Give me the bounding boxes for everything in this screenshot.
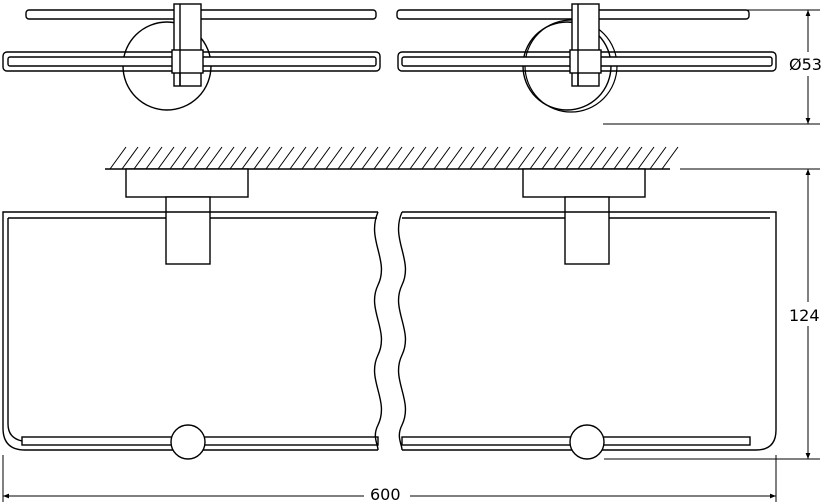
hatch-line — [529, 146, 547, 170]
diameter-label-bg — [788, 52, 824, 76]
hatch-line — [133, 146, 151, 170]
hatch-line — [193, 146, 211, 170]
hatch-line — [337, 146, 355, 170]
right-rail-knob — [569, 424, 605, 460]
hatch-line — [469, 146, 487, 170]
left-bracket-lower — [171, 49, 204, 74]
right-bracket-front — [564, 196, 610, 265]
hatch-line — [301, 146, 319, 170]
break-line-left — [373, 211, 383, 451]
hatch-line — [109, 146, 127, 170]
hatch-line — [409, 146, 427, 170]
hatch-line — [601, 146, 619, 170]
hatch-line — [649, 146, 667, 170]
hatch-line — [505, 146, 523, 170]
hatch-line — [265, 146, 283, 170]
right-flange-front — [522, 168, 646, 198]
left-flange-front — [125, 168, 249, 198]
hatch-line — [349, 146, 367, 170]
diameter-dimension — [603, 9, 820, 125]
hatch-line — [313, 146, 331, 170]
hatch-line — [493, 146, 511, 170]
hatch-line — [277, 146, 295, 170]
hatch-line — [589, 146, 607, 170]
hatch-line — [169, 146, 187, 170]
width-label-bg — [364, 483, 410, 503]
hatch-line — [229, 146, 247, 170]
hatch-line — [361, 146, 379, 170]
hatch-line — [181, 146, 199, 170]
height-label: 124 — [789, 306, 820, 325]
hatch-line — [217, 146, 235, 170]
hatch-line — [157, 146, 175, 170]
hatch-line — [613, 146, 631, 170]
front-view — [2, 146, 777, 460]
break-line-right — [397, 211, 407, 451]
hatch-line — [205, 146, 223, 170]
hatch-line — [373, 146, 391, 170]
hatch-line — [397, 146, 415, 170]
left-rail-knob — [170, 424, 206, 460]
glass-shelf-right — [402, 211, 777, 451]
hatch-line — [577, 146, 595, 170]
hatch-line — [289, 146, 307, 170]
hatch-line — [445, 146, 463, 170]
wall-hatching — [109, 146, 679, 170]
hatch-line — [541, 146, 559, 170]
hatch-line — [481, 146, 499, 170]
glass-shelf-left — [2, 211, 378, 451]
hatch-line — [253, 146, 271, 170]
height-label-bg — [788, 302, 824, 326]
hatch-line — [325, 146, 343, 170]
left-bracket-front — [165, 196, 211, 265]
hatch-line — [517, 146, 535, 170]
hatch-line — [121, 146, 139, 170]
hatch-line — [553, 146, 571, 170]
hatch-line — [241, 146, 259, 170]
hatch-line — [637, 146, 655, 170]
hatch-line — [145, 146, 163, 170]
hatch-line — [625, 146, 643, 170]
right-bracket-lower — [569, 49, 602, 74]
hatch-line — [661, 146, 679, 170]
hatch-line — [433, 146, 451, 170]
width-label: 600 — [370, 485, 401, 503]
hatch-line — [457, 146, 475, 170]
diameter-label: Ø53 — [789, 55, 822, 74]
hatch-line — [385, 146, 403, 170]
hatch-line — [421, 146, 439, 170]
top-view — [2, 3, 777, 113]
hatch-line — [565, 146, 583, 170]
glass-shelf-left-corner — [7, 423, 23, 442]
